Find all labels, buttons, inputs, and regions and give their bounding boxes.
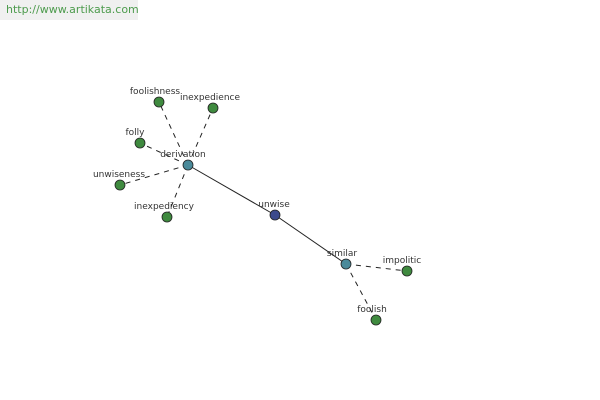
node-label-inexpedience: inexpedience <box>180 93 241 103</box>
node-folly[interactable] <box>134 137 146 149</box>
edge-similar-foolish <box>345 263 377 321</box>
edge-derivation-foolishness <box>158 101 189 166</box>
labels-layer: unwisederivationsimilarfoolishnessinexpe… <box>93 87 421 315</box>
node-unwiseness[interactable] <box>114 179 126 191</box>
node-label-derivation: derivation <box>160 150 206 160</box>
node-inexpediency[interactable] <box>161 211 173 223</box>
node-derivation[interactable] <box>182 159 194 171</box>
node-label-unwise: unwise <box>258 200 290 210</box>
edge-derivation-inexpedience <box>187 107 214 166</box>
edge-similar-impolitic <box>345 263 408 272</box>
node-label-inexpediency: inexpediency <box>134 202 195 212</box>
edge-unwise-derivation <box>187 164 276 216</box>
node-label-foolishness: foolishness <box>130 87 181 97</box>
node-label-foolish: foolish <box>357 305 387 315</box>
node-foolish[interactable] <box>370 314 382 326</box>
node-label-unwiseness: unwiseness <box>93 170 145 180</box>
node-foolishness[interactable] <box>153 96 165 108</box>
node-label-folly: folly <box>125 128 145 138</box>
node-similar[interactable] <box>340 258 352 270</box>
node-label-impolitic: impolitic <box>383 256 422 266</box>
site-url[interactable]: http://www.artikata.com <box>0 0 139 20</box>
node-unwise[interactable] <box>269 209 281 221</box>
node-inexpedience[interactable] <box>207 102 219 114</box>
node-impolitic[interactable] <box>401 265 413 277</box>
edge-derivation-unwiseness <box>119 164 189 186</box>
edge-derivation-folly <box>139 142 189 166</box>
edges-layer <box>119 101 408 321</box>
edge-unwise-similar <box>274 214 347 265</box>
node-label-similar: similar <box>327 249 357 259</box>
nodes-layer <box>114 96 413 326</box>
